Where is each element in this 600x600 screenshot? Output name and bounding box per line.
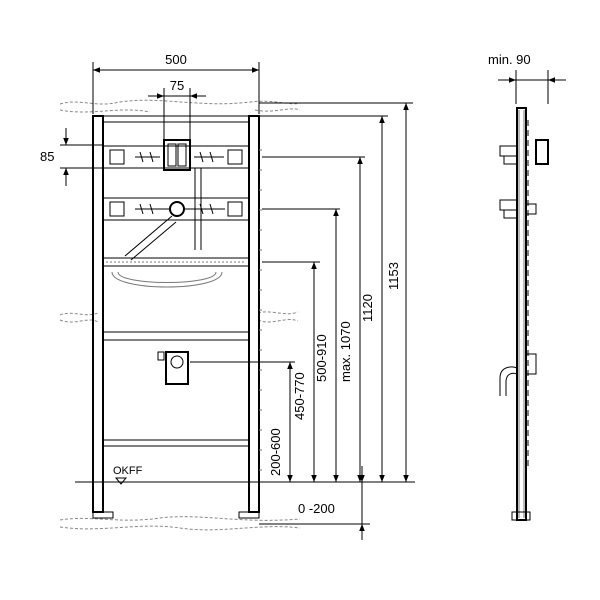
dim-85-label: 85 [40,149,54,164]
diagonal-pipe [124,215,177,261]
dimension-extension-lines [190,102,413,363]
vertical-pipe [194,168,202,250]
basin-outline [111,271,223,288]
left-post [92,115,104,513]
okff-marker: OKFF [113,465,143,485]
dimension-85: 85 [40,128,103,186]
dimension-width-inner: 75 [148,78,206,140]
lower-rail [102,331,250,341]
dim-0-200-label: 0 -200 [298,501,335,516]
dim-min-90-label: min. 90 [488,52,531,67]
okff-label: OKFF [113,465,143,477]
side-valve-box [535,139,549,165]
side-post [516,107,527,521]
valve-box [163,139,191,171]
dim-500-910-label: 500-910 [314,334,329,382]
dim-max-1070-label: max. 1070 [338,321,353,382]
dimension-max-1070: max. 1070 [338,157,363,482]
dim-500-label: 500 [165,52,187,67]
dimension-0-200: 0 -200 [259,466,370,540]
wall-hatching [59,99,301,531]
side-foot [511,511,531,521]
dimension-450-770: 450-770 [292,262,317,482]
lower-mounting-bar [102,197,250,221]
dimension-500-910: 500-910 [314,209,339,482]
middle-rail [102,257,250,267]
bottom-rail [102,439,250,447]
frame-front-view [92,115,262,519]
dim-75-label: 75 [170,78,184,93]
drain-fitting [165,351,189,385]
dim-1153-label: 1153 [386,262,401,290]
frame-side-view: min. 90 [488,52,566,521]
top-rail [102,115,250,123]
okff-triangle-icon [114,477,128,485]
dim-200-600-label: 200-600 [268,428,283,476]
dimension-width-total: 500 [92,52,260,114]
dimension-1120: 1120 [360,116,385,482]
dimension-1153: 1153 [386,103,409,482]
right-post [248,115,260,513]
connection-fitting [169,201,185,217]
dimension-200-600: 200-600 [268,362,293,482]
dim-450-770-label: 450-770 [292,372,307,420]
side-drain-elbow [499,366,518,396]
right-foot [238,511,260,519]
left-foot [92,511,114,519]
dim-1120-label: 1120 [360,294,375,322]
